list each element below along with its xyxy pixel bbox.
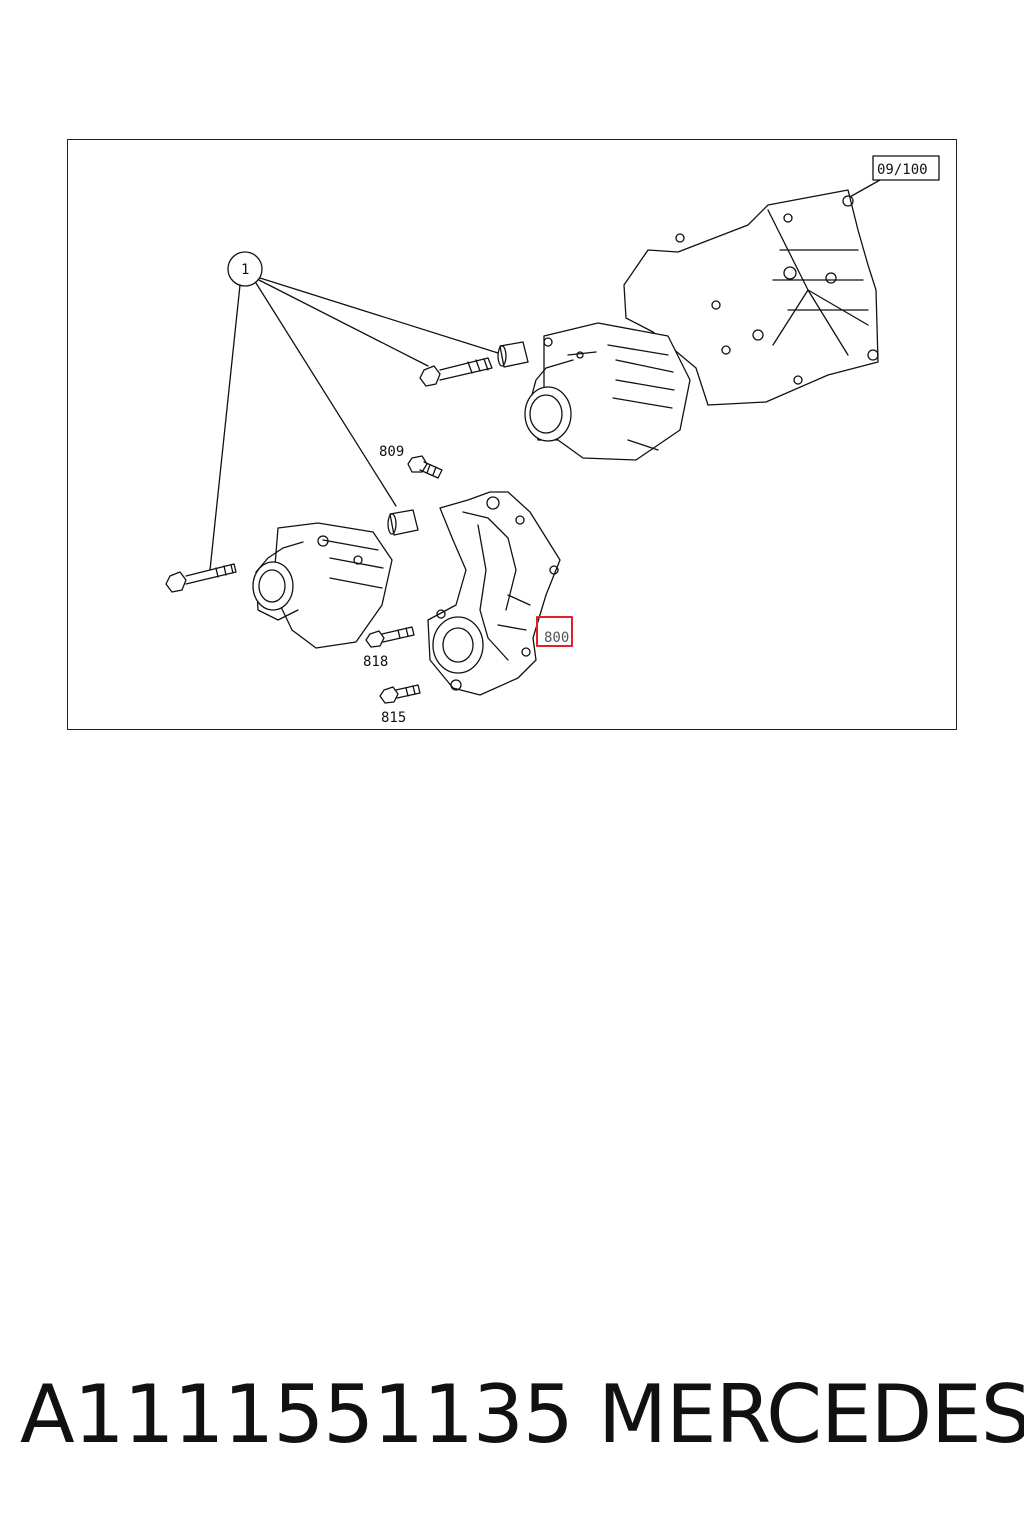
exploded-parts-diagram: 09/100 1 809 800 818 815 [165,155,940,726]
label-800: 800 [544,630,569,646]
bolt-upper[interactable] [419,357,493,387]
label-818: 818 [363,654,388,670]
mounting-bracket[interactable] [427,491,561,696]
sleeve-lower[interactable] [387,509,419,536]
highlight-800[interactable] [536,616,573,647]
alternator-lower[interactable] [252,522,393,649]
bolt-818[interactable] [365,626,415,648]
label-809: 809 [379,444,404,460]
ref-box-label: 09/100 [877,162,928,178]
callout-leaders [209,277,499,571]
alternator-upper[interactable] [524,322,691,461]
diagram-frame: 09/100 1 809 800 818 815 [67,139,957,730]
label-815: 815 [381,710,406,726]
sleeve-upper[interactable] [497,341,529,368]
ref-leader [847,179,881,199]
bolt-815[interactable] [379,684,421,704]
part-number: A1111551135 [20,1368,574,1461]
engine-housing[interactable] [623,189,879,406]
callout-label: 1 [241,262,249,278]
ref-box[interactable] [872,155,940,181]
bolt-lower[interactable] [165,563,237,593]
bolt-809[interactable] [407,455,443,479]
callout-circle[interactable] [227,251,263,287]
brand-name: MERCEDES [598,1368,1024,1461]
